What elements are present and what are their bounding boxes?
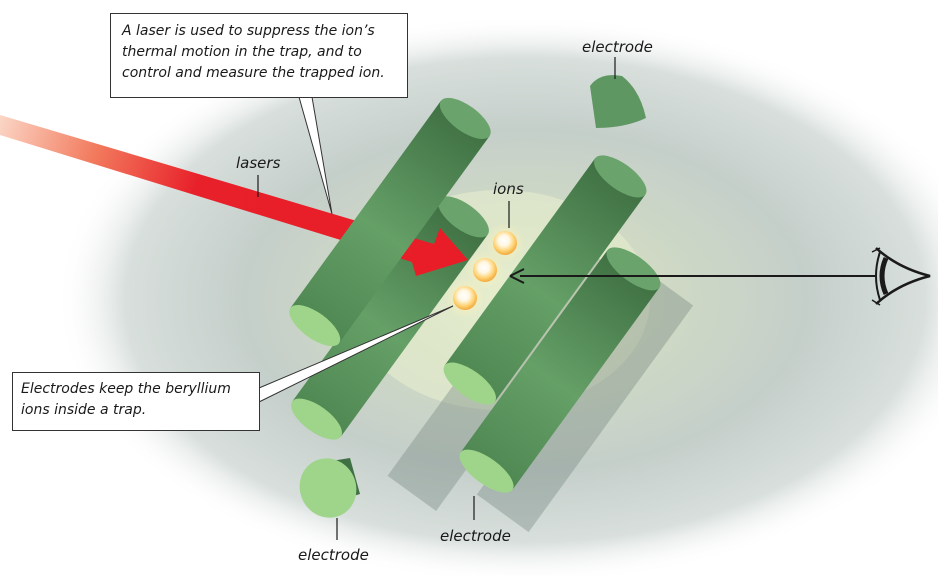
observation-arrow-head bbox=[509, 268, 525, 284]
endcap-electrode-top bbox=[590, 75, 646, 128]
electrode-back-right bbox=[443, 155, 647, 405]
ion-3 bbox=[453, 286, 477, 310]
electrodes-callout: Electrodes keep the beryllium ions insid… bbox=[12, 372, 260, 431]
electrodes-callout-text: Electrodes keep the beryllium ions insid… bbox=[21, 381, 231, 418]
electrode-front-right bbox=[459, 247, 661, 493]
electrode-bottom-left-label: electrode bbox=[298, 546, 369, 564]
electrodes-callout-pointer bbox=[258, 305, 454, 403]
laser-callout: A laser is used to suppress the ion’s th… bbox=[110, 13, 408, 98]
laser-callout-text: A laser is used to suppress the ion’s th… bbox=[122, 23, 385, 81]
ion-1 bbox=[493, 231, 517, 255]
eye-icon bbox=[871, 247, 931, 306]
electrode-front-left bbox=[289, 97, 491, 347]
laser-callout-pointer bbox=[298, 96, 333, 215]
ion-2 bbox=[473, 258, 497, 282]
lasers-label: lasers bbox=[236, 154, 281, 172]
electrode-top-right-label: electrode bbox=[582, 38, 653, 56]
ions bbox=[445, 223, 525, 318]
ions-label: ions bbox=[493, 180, 524, 198]
endcap-electrode-bottom bbox=[299, 458, 357, 518]
electrode-bottom-center-label: electrode bbox=[440, 527, 511, 545]
